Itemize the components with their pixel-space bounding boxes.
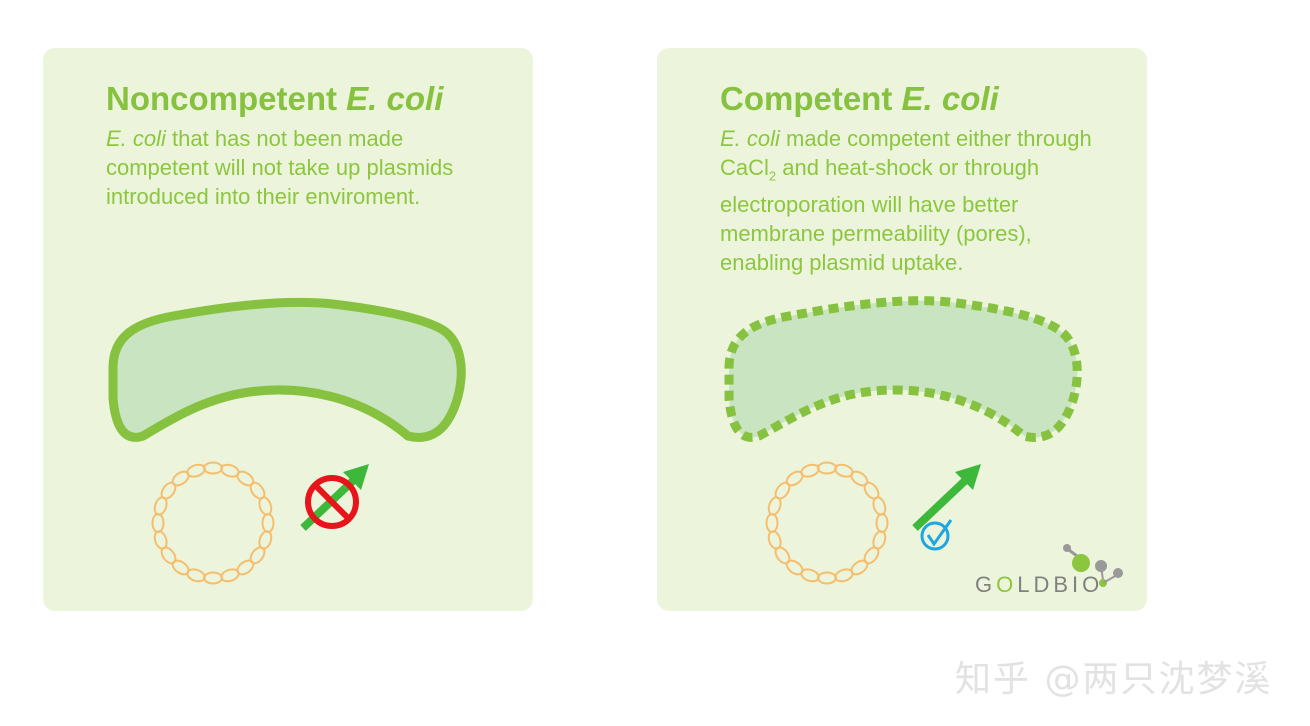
no-entry-icon xyxy=(305,475,359,529)
watermark: 知乎 @两只沈梦溪 xyxy=(955,659,1273,700)
competent-illustration xyxy=(724,296,1123,587)
arrow-icon xyxy=(912,464,981,531)
goldbio-logo: GOLDBIO xyxy=(975,572,1104,597)
dna-segment xyxy=(817,571,837,585)
dna-segment xyxy=(186,463,206,478)
cell-membrane-porous xyxy=(724,296,1082,442)
dna-segment xyxy=(203,571,223,585)
dna-segment xyxy=(203,461,223,475)
goldbio-logo-molecule xyxy=(1063,544,1123,587)
noncompetent-illustration xyxy=(108,297,466,585)
panel-title: Noncompetent E. coli xyxy=(106,80,444,117)
panel-title: Competent E. coli xyxy=(720,80,999,117)
dna-segment xyxy=(261,513,275,533)
dna-segment xyxy=(875,513,889,533)
cell-membrane-solid xyxy=(108,297,466,442)
dna-segment xyxy=(258,496,273,516)
dna-segment xyxy=(151,513,165,533)
plasmid-icon xyxy=(151,461,275,585)
dna-segment xyxy=(800,463,820,478)
check-circle-icon xyxy=(920,519,953,551)
noncompetent-panel: Noncompetent E. coli E. coli that has no… xyxy=(43,48,533,611)
dna-segment xyxy=(153,530,168,550)
competent-panel: Competent E. coli E. coli made competent… xyxy=(657,48,1147,611)
dna-segment xyxy=(765,513,779,533)
panel-description: E. coli made competent either through Ca… xyxy=(720,126,1092,276)
dna-segment xyxy=(767,530,782,550)
panel-description: E. coli that has not been made competent… xyxy=(106,126,454,209)
dna-segment xyxy=(872,496,887,516)
plasmid-icon xyxy=(765,461,889,585)
dna-segment xyxy=(834,568,854,583)
dna-segment xyxy=(817,461,837,475)
dna-segment xyxy=(220,568,240,583)
